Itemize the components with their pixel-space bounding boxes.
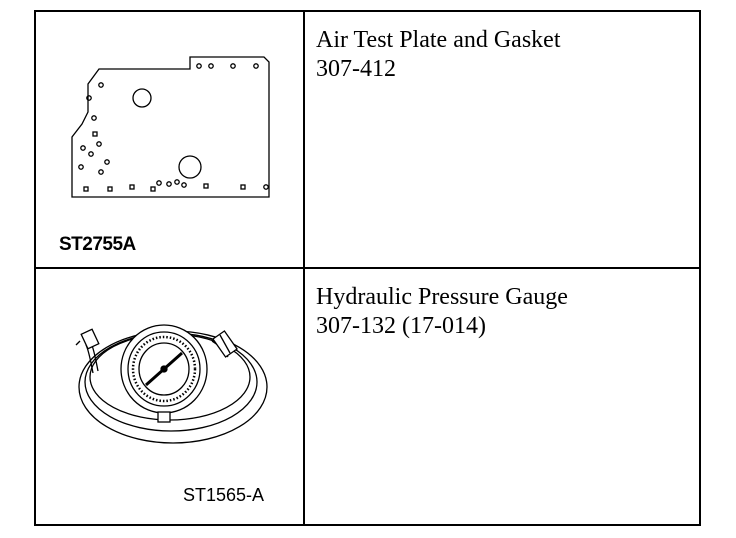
hydraulic-pressure-gauge-icon <box>75 324 268 444</box>
tool-illustration-cell: ST1565-A <box>34 267 305 526</box>
special-tools-table: ST2755A Air Test Plate and Gasket 307-41… <box>34 10 701 526</box>
tool-illustration-cell: ST2755A <box>34 10 305 269</box>
tool-row: ST1565-A Hydraulic Pressure Gauge 307-13… <box>34 267 701 526</box>
tool-description-cell: Hydraulic Pressure Gauge 307-132 (17-014… <box>303 267 701 526</box>
tool-description-cell: Air Test Plate and Gasket 307-412 <box>303 10 701 269</box>
illustration-id-label: ST2755A <box>59 234 136 255</box>
tool-part-number: 307-132 (17-014) <box>316 313 486 339</box>
tool-name: Air Test Plate and Gasket <box>316 27 561 53</box>
air-test-plate-gasket-icon <box>71 56 270 198</box>
illustration-id-label: ST1565-A <box>183 485 265 505</box>
tool-row: ST2755A Air Test Plate and Gasket 307-41… <box>34 10 701 269</box>
tool-part-number: 307-412 <box>316 56 396 82</box>
tool-name: Hydraulic Pressure Gauge <box>316 284 568 310</box>
